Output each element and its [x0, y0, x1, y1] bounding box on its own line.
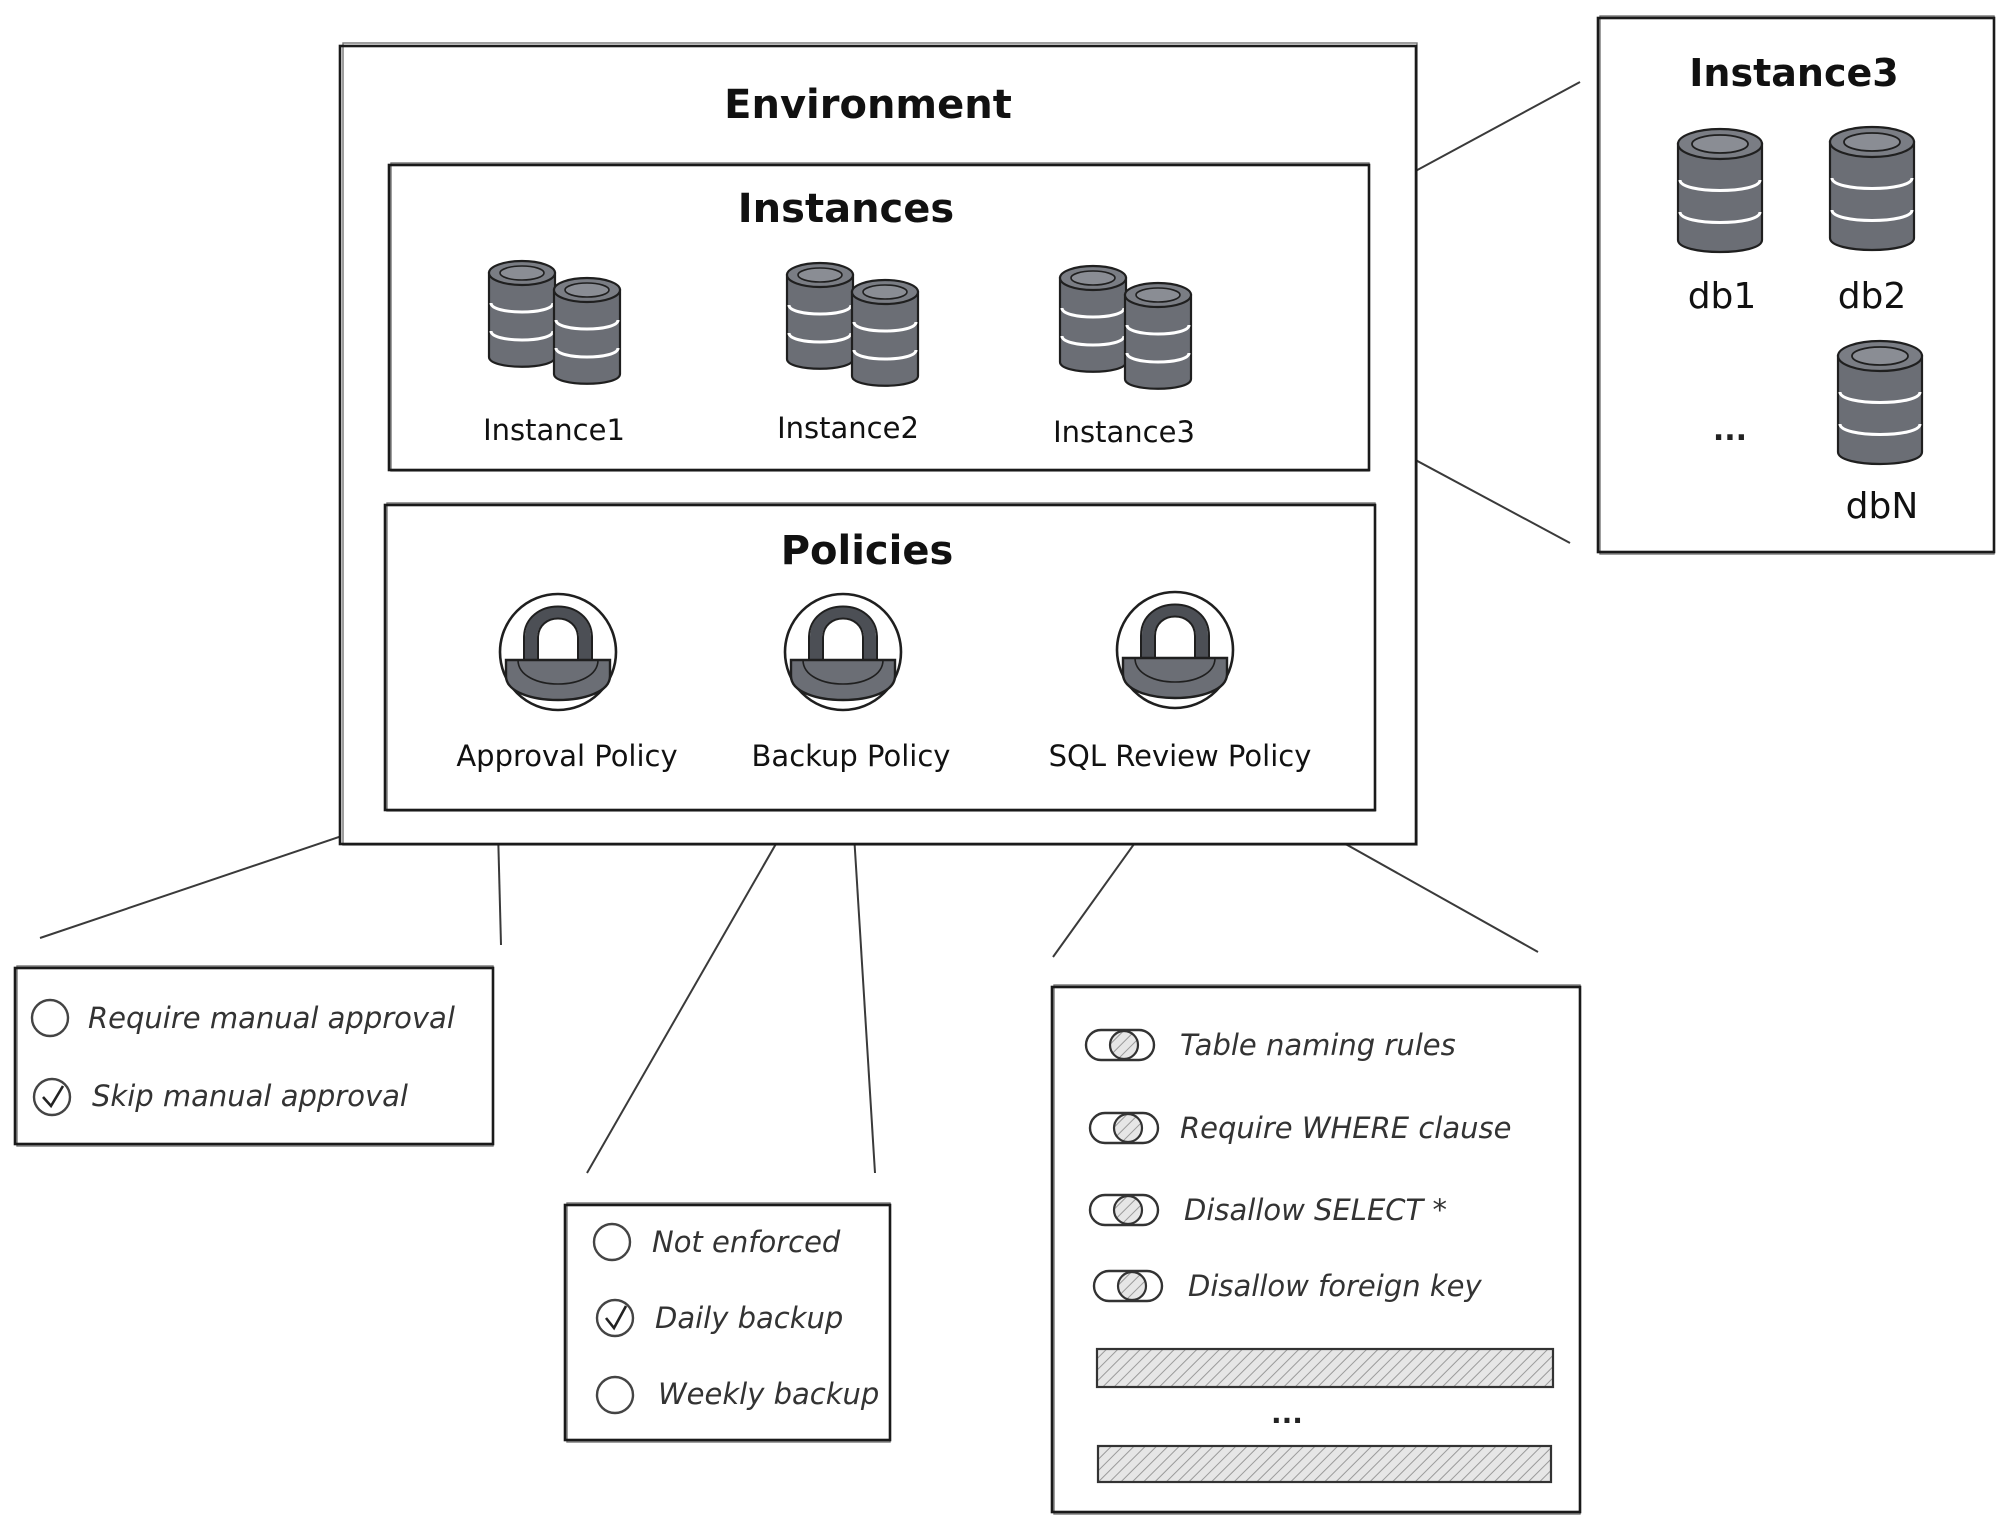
rule-label: Require WHERE clause — [1180, 1111, 1511, 1145]
rule-require-where[interactable]: Require WHERE clause — [1088, 1111, 1511, 1145]
environment-title: Environment — [724, 82, 1012, 128]
database-stack-icon — [1060, 266, 1191, 389]
policy-label: Backup Policy — [752, 739, 951, 773]
policy-label: Approval Policy — [456, 739, 677, 773]
instance-1[interactable]: Instance1 — [483, 261, 625, 447]
radio-unchecked-icon[interactable] — [595, 1375, 635, 1415]
policies-title: Policies — [781, 528, 954, 574]
policy-backup[interactable]: Backup Policy — [752, 594, 951, 773]
connector-backup-left — [586, 801, 801, 1174]
policy-sql-review[interactable]: SQL Review Policy — [1049, 592, 1312, 773]
backup-options-panel: Not enforced Daily backup Weekly backup — [563, 1202, 892, 1443]
approval-options-panel: Require manual approval Skip manual appr… — [13, 965, 495, 1147]
option-label: Skip manual approval — [92, 1079, 408, 1113]
radio-checked-icon[interactable] — [595, 1298, 635, 1338]
policy-approval[interactable]: Approval Policy — [456, 594, 678, 773]
database-db2[interactable]: db2 — [1828, 125, 1916, 317]
toggle-icon[interactable] — [1092, 1269, 1164, 1303]
radio-checked-icon[interactable] — [32, 1077, 72, 1117]
database-label: dbN — [1846, 486, 1919, 527]
database-db1[interactable]: db1 — [1676, 127, 1764, 317]
database-icon — [1828, 125, 1916, 252]
connector-backup-right — [851, 801, 876, 1174]
placeholder-rule-bar — [1095, 1347, 1555, 1389]
option-label: Require manual approval — [88, 1001, 455, 1035]
sql-review-rules-panel: Table naming rules Require WHERE clause … — [1050, 984, 1582, 1515]
approval-option-require[interactable]: Require manual approval — [30, 998, 455, 1038]
rule-label: Table naming rules — [1180, 1028, 1456, 1062]
backup-option-weekly[interactable]: Weekly backup — [595, 1375, 879, 1415]
rule-table-naming[interactable]: Table naming rules — [1084, 1028, 1456, 1062]
database-label: db2 — [1838, 276, 1907, 317]
rule-label: Disallow SELECT * — [1184, 1193, 1447, 1227]
rule-disallow-select-star[interactable]: Disallow SELECT * — [1088, 1193, 1447, 1227]
instance-label: Instance2 — [777, 411, 919, 445]
ellipsis: ... — [1713, 413, 1747, 448]
option-label: Weekly backup — [658, 1377, 879, 1411]
instance3-detail-panel: Instance3 db1 db2 ... dbN — [1596, 15, 1996, 555]
policies-box: Policies Approval Policy Backup Policy S… — [383, 502, 1377, 812]
rule-label: Disallow foreign key — [1188, 1269, 1482, 1303]
backup-option-not-enforced[interactable]: Not enforced — [592, 1222, 841, 1262]
toggle-icon[interactable] — [1088, 1193, 1160, 1227]
option-label: Not enforced — [652, 1225, 841, 1259]
instance-2[interactable]: Instance2 — [777, 263, 919, 445]
lock-icon — [1117, 592, 1233, 708]
lock-icon — [500, 594, 616, 710]
instance-label: Instance1 — [483, 413, 625, 447]
option-label: Daily backup — [655, 1301, 843, 1335]
database-icon — [1676, 127, 1764, 254]
instances-box: Instances Instance1 Instance2 Instance3 — [387, 162, 1371, 472]
database-label: db1 — [1688, 276, 1757, 317]
database-dbN[interactable]: dbN — [1836, 339, 1924, 527]
instance-detail-title: Instance3 — [1689, 51, 1898, 95]
lock-icon — [785, 594, 901, 710]
instance-3[interactable]: Instance3 — [1053, 266, 1195, 449]
backup-option-daily[interactable]: Daily backup — [595, 1298, 843, 1338]
database-stack-icon — [787, 263, 918, 386]
ellipsis: ... — [1271, 1397, 1303, 1430]
database-icon — [1836, 339, 1924, 466]
approval-option-skip[interactable]: Skip manual approval — [32, 1077, 408, 1117]
rule-disallow-foreign-key[interactable]: Disallow foreign key — [1092, 1269, 1482, 1303]
toggle-icon[interactable] — [1088, 1111, 1160, 1145]
database-stack-icon — [489, 261, 620, 384]
policy-label: SQL Review Policy — [1049, 739, 1312, 773]
toggle-icon[interactable] — [1084, 1028, 1156, 1062]
radio-unchecked-icon[interactable] — [30, 998, 70, 1038]
radio-unchecked-icon[interactable] — [592, 1222, 632, 1262]
instances-title: Instances — [738, 186, 954, 232]
instance-label: Instance3 — [1053, 415, 1195, 449]
placeholder-rule-bar — [1096, 1444, 1553, 1484]
